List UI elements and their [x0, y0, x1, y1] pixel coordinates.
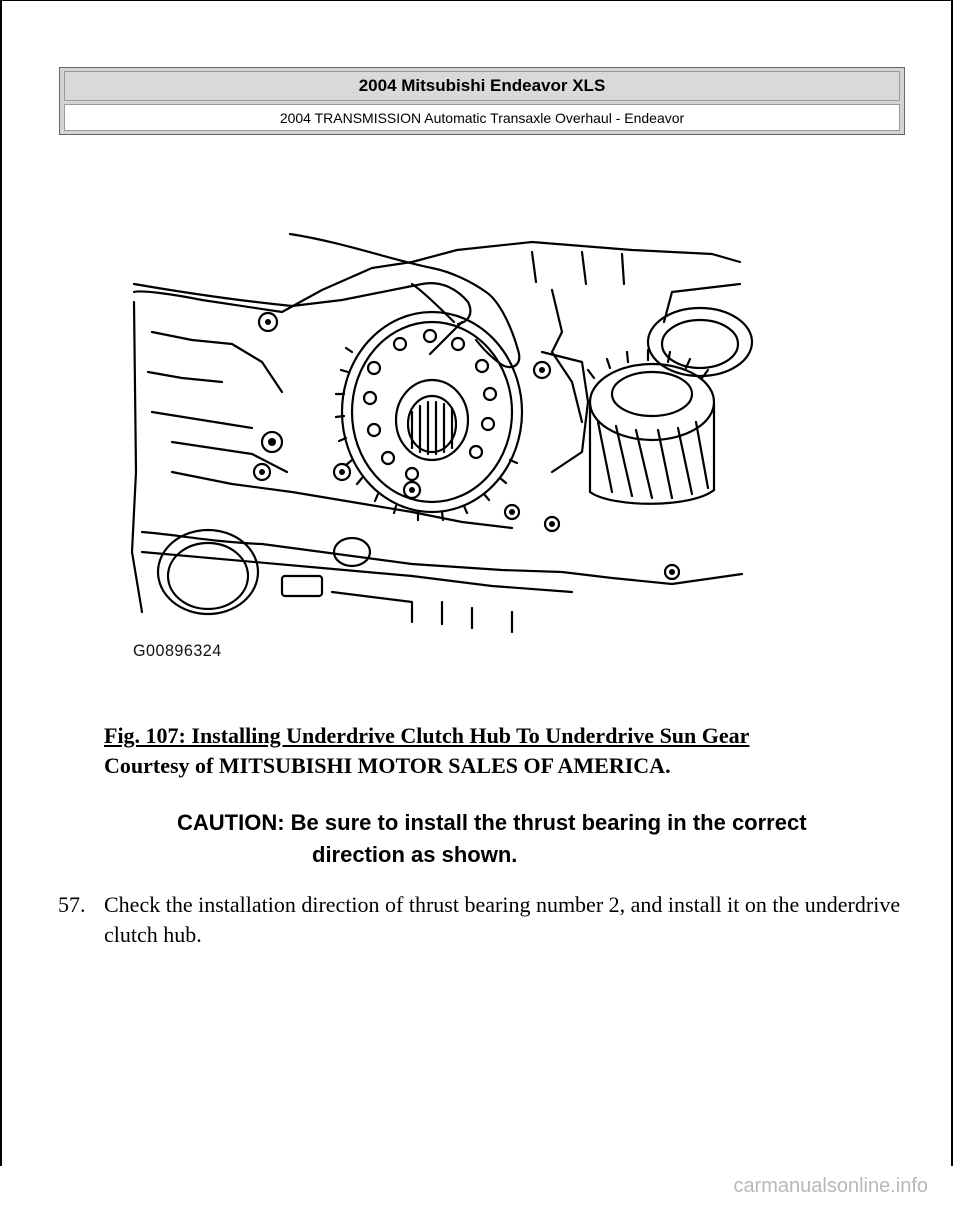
- caution-label: CAUTION:: [177, 810, 285, 835]
- footer-watermark: carmanualsonline.info: [733, 1175, 928, 1197]
- caution-text-line2: direction as shown.: [312, 842, 518, 867]
- page-border-left: [0, 0, 2, 1166]
- step-text: Check the installation direction of thru…: [104, 892, 901, 947]
- figure-caption: Fig. 107: Installing Underdrive Clutch H…: [104, 723, 750, 748]
- vehicle-title: 2004 Mitsubishi Endeavor XLS: [64, 71, 900, 101]
- caution-text-line1: Be sure to install the thrust bearing in…: [290, 810, 807, 835]
- step-number: 57.: [58, 892, 86, 917]
- section-title: 2004 TRANSMISSION Automatic Transaxle Ov…: [64, 104, 900, 131]
- page-border-top: [0, 0, 953, 1]
- figure-illustration: G00896324: [112, 172, 757, 684]
- transmission-illustration: [130, 232, 754, 634]
- figure-courtesy: Courtesy of MITSUBISHI MOTOR SALES OF AM…: [104, 753, 671, 778]
- document-header: 2004 Mitsubishi Endeavor XLS 2004 TRANSM…: [59, 67, 905, 135]
- figure-image-code: G00896324: [133, 641, 222, 660]
- page-border-right: [951, 0, 953, 1166]
- caution-note: CAUTION: Be sure to install the thrust b…: [177, 807, 907, 871]
